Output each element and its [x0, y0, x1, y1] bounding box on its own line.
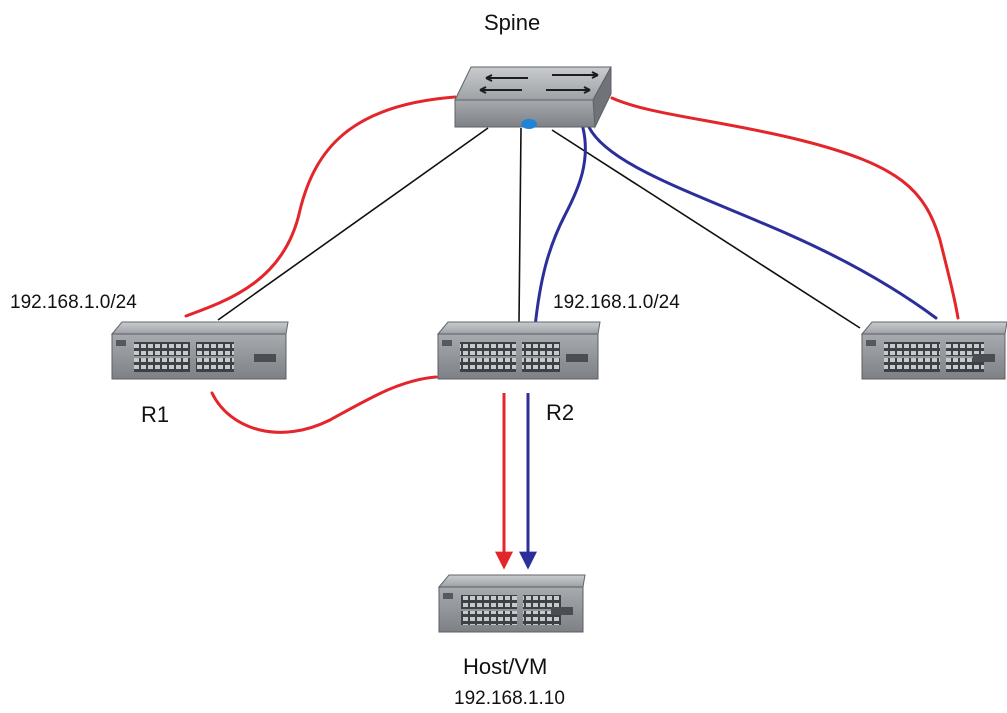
switch-host-ports-row-3 — [523, 595, 561, 609]
switch-r2-ports-row-4 — [522, 358, 560, 372]
switch-r1-ports-row-3 — [196, 342, 234, 356]
switch-r2-uplinks — [566, 354, 588, 362]
switch-host-ports-row-2 — [461, 611, 517, 625]
switch-host-uplinks — [551, 607, 573, 615]
blue-path — [519, 122, 938, 570]
spine-switch — [454, 66, 612, 129]
spine-arrows-icon — [479, 71, 599, 94]
switch-r3-ports-row-1 — [884, 342, 940, 356]
switch-r3-uplinks — [973, 354, 995, 362]
label-r2-subnet: 192.168.1.0/24 — [553, 292, 680, 313]
label-r1: R1 — [141, 402, 170, 427]
link-spine-r1 — [217, 127, 489, 321]
switch-r3-logo — [866, 340, 876, 346]
label-host: Host/VM — [463, 654, 548, 679]
switch-r1 — [110, 321, 289, 380]
label-r1-subnet: 192.168.1.0/24 — [10, 292, 137, 313]
leaf-switches — [110, 321, 1007, 633]
link-spine-r2 — [518, 127, 522, 323]
spine-port-led — [521, 119, 537, 129]
label-spine: Spine — [484, 10, 541, 35]
switch-host-ports-row-1 — [461, 595, 517, 609]
switch-r1-ports-row-1 — [134, 342, 190, 356]
switch-r3-top — [860, 321, 1007, 335]
switch-r3-ports-row-2 — [884, 358, 940, 372]
switch-r2 — [436, 321, 601, 380]
link-spine-r3 — [551, 129, 861, 329]
switch-r2-logo — [442, 340, 452, 346]
switch-r2-top — [436, 321, 601, 335]
spine-top-face — [454, 66, 612, 101]
label-r2: R2 — [546, 400, 575, 425]
switch-r1-uplinks — [254, 354, 276, 362]
switch-r3-ports-row-3 — [946, 342, 984, 356]
switch-r1-logo — [116, 340, 126, 346]
switch-r1-top — [110, 321, 289, 335]
physical-links — [217, 127, 861, 329]
switch-r2-ports-row-3 — [522, 342, 560, 356]
switch-r1-ports-row-2 — [134, 358, 190, 372]
red-link-r1-r2 — [210, 375, 438, 434]
red-path — [184, 95, 960, 570]
switch-r2-ports-row-1 — [460, 342, 516, 356]
switch-host — [437, 574, 586, 633]
switch-host-logo — [443, 593, 453, 599]
switch-r2-ports-row-2 — [460, 358, 516, 372]
blue-link-spine-r3 — [586, 123, 938, 320]
label-host-ip: 192.168.1.10 — [454, 688, 565, 709]
red-link-spine-r3 — [610, 96, 960, 320]
switch-host-top — [437, 574, 586, 588]
switch-r3 — [860, 321, 1007, 380]
blue-link-spine-r2 — [533, 122, 587, 329]
switch-r1-ports-row-4 — [196, 358, 234, 372]
spine-side-face — [592, 66, 612, 129]
red-link-spine-r1 — [184, 95, 457, 318]
